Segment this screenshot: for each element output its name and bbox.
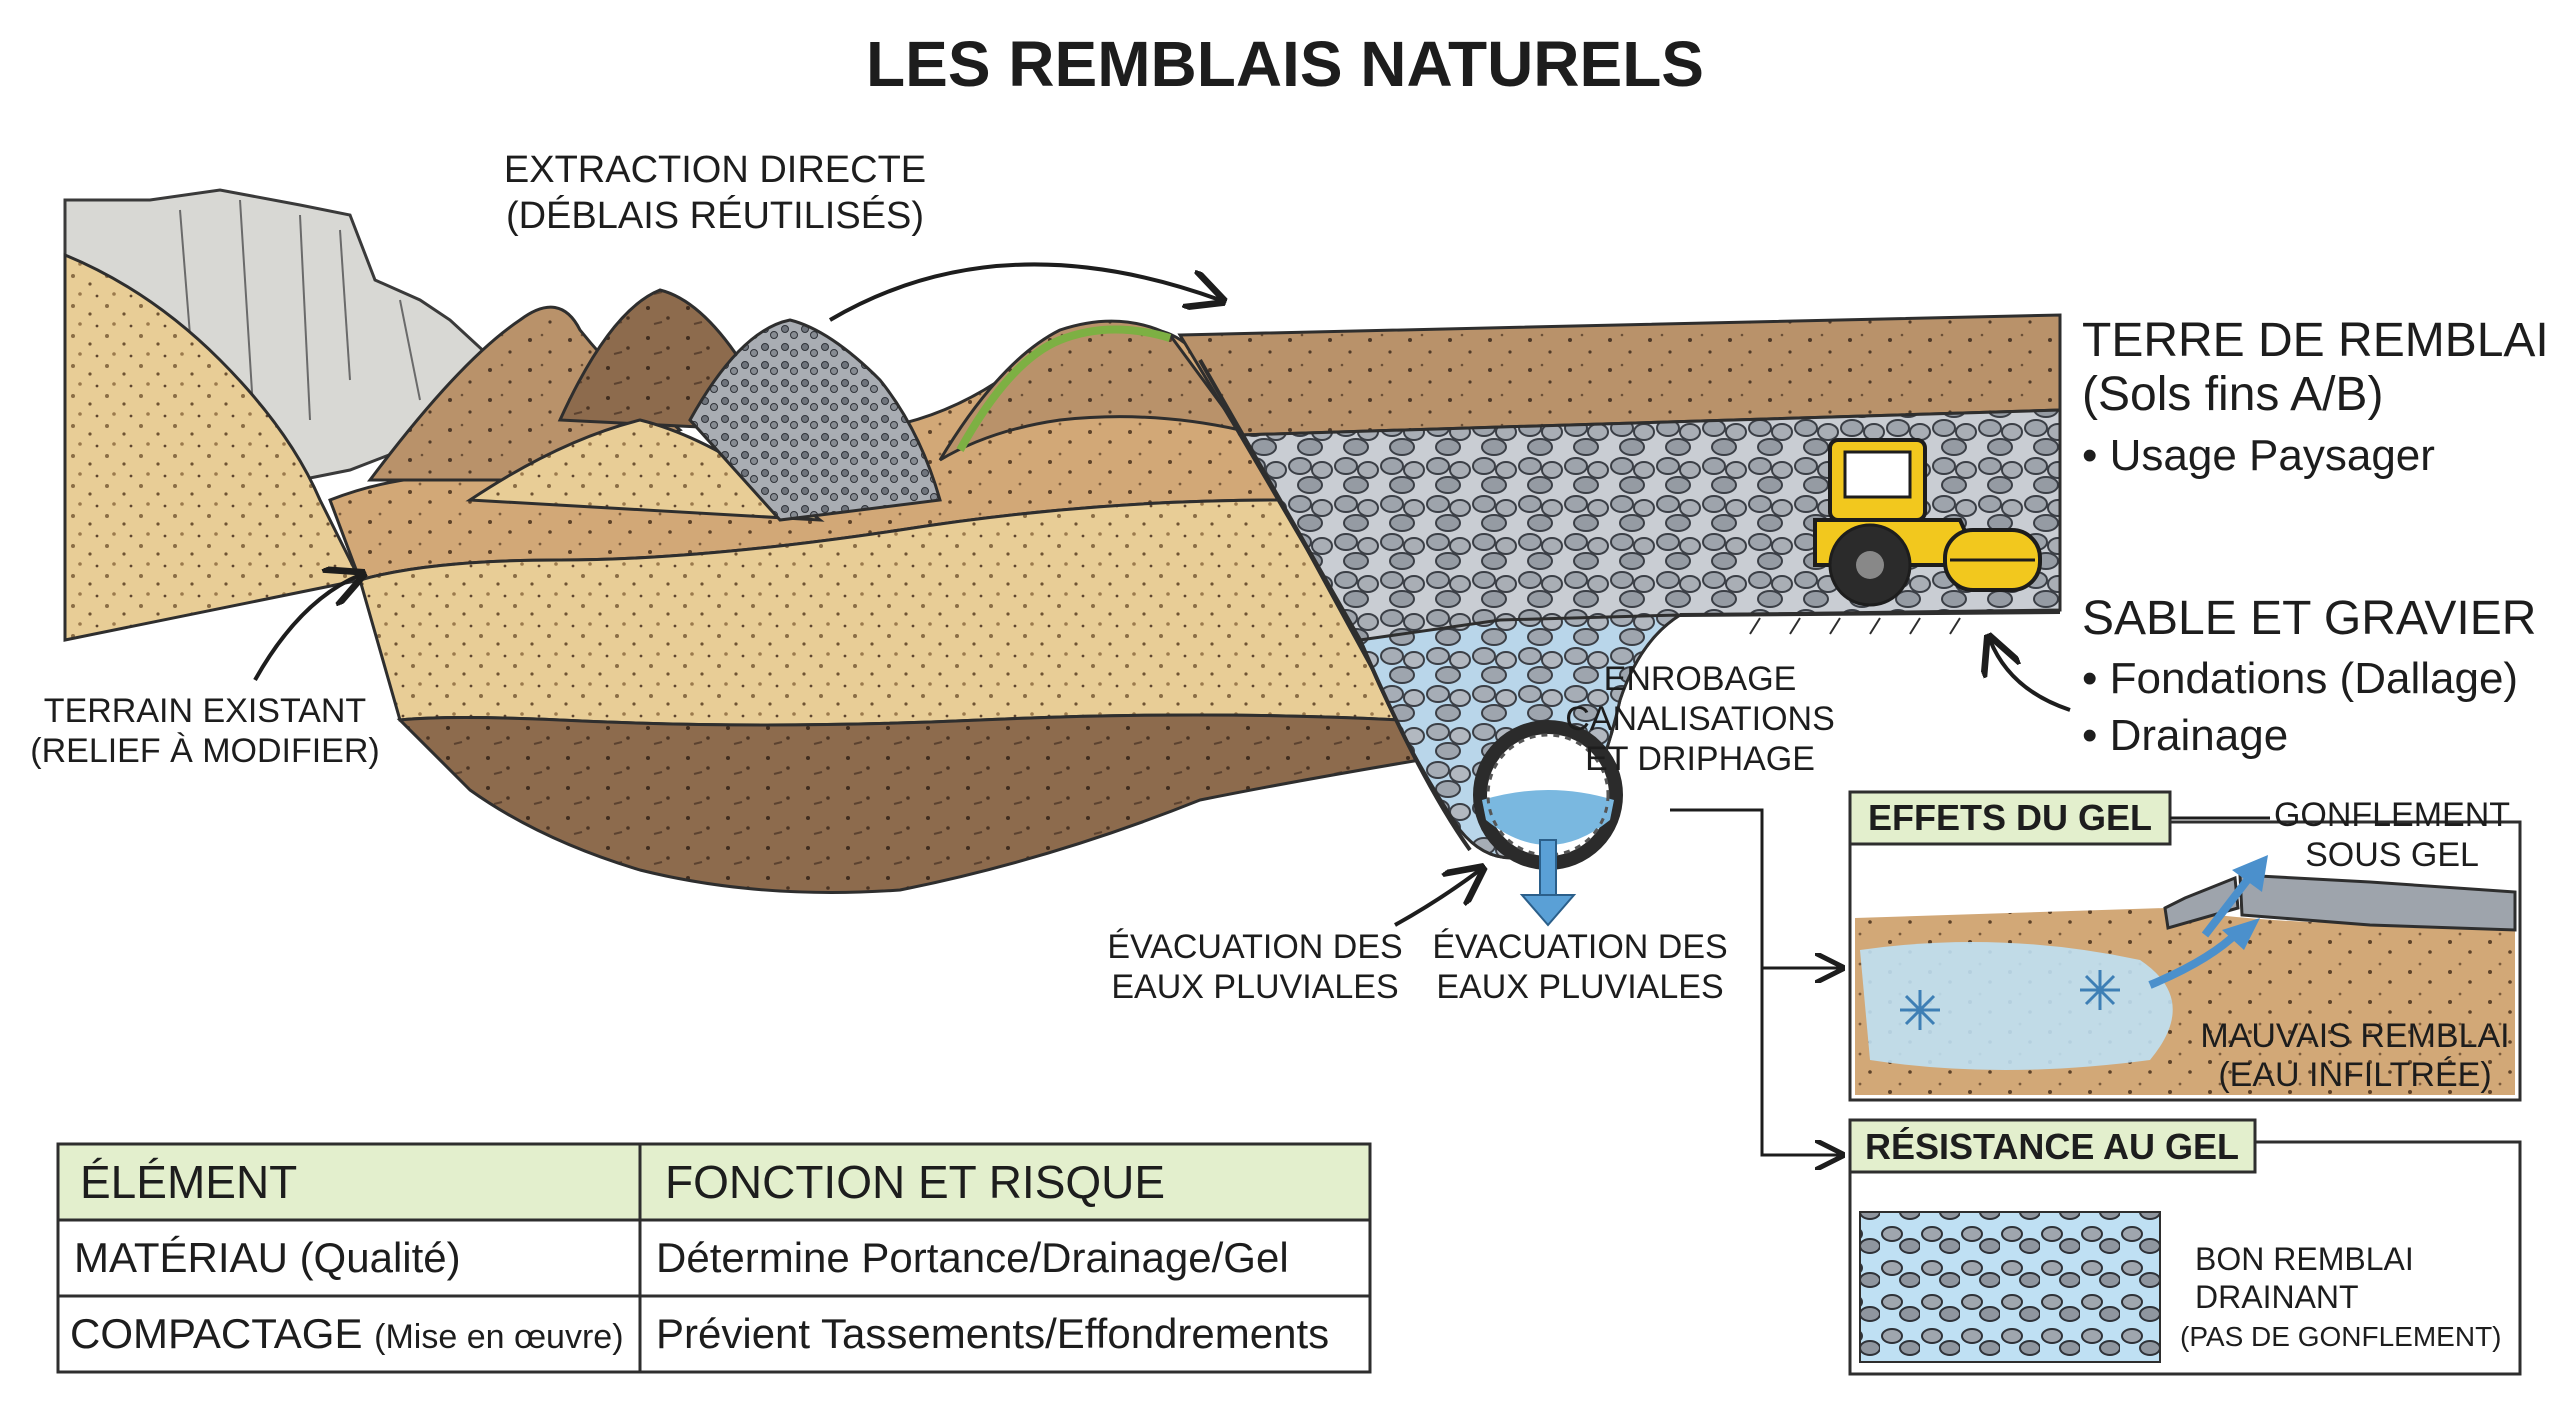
table-row-1-fonction: Détermine Portance/Drainage/Gel [656, 1234, 1289, 1281]
gel-title-box [1848, 790, 2172, 846]
table-row-2-element: COMPACTAGE (Mise en œuvre) [70, 1310, 624, 1357]
gel-arrow-head-2 [2222, 918, 2260, 950]
water-down-arrow [1519, 839, 1577, 927]
terre-subtitle: (Sols fins A/B) [2082, 368, 2383, 421]
sable-gravier-label: SABLE ET GRAVIER • Fondations (Dallage) … [2082, 592, 2536, 760]
terrain-label-line1: TERRAIN EXISTANT [44, 692, 366, 730]
evacuation-label-left: ÉVACUATION DES EAUX PLUVIALES [1107, 928, 1402, 1006]
table-row-2-element-main: COMPACTAGE [70, 1310, 362, 1357]
panel-effets-du-gel: EFFETS DU GEL GONFLEMENT SOUS GEL MAUVAI… [1848, 790, 2522, 1102]
table-row-1-element: MATÉRIAU (Qualité) [74, 1234, 461, 1281]
gonflement-line2: SOUS GEL [2305, 836, 2479, 874]
sable-arrow [1990, 640, 2071, 712]
table-header-element: ÉLÉMENT [80, 1156, 297, 1208]
terre-title: TERRE DE REMBLAI [2082, 314, 2549, 367]
left-hillside [63, 252, 363, 642]
enrobage-line3: ET DRIPHAGE [1585, 740, 1815, 778]
lower-soil-band [396, 713, 1423, 894]
resistance-title: RÉSISTANCE AU GEL [1865, 1126, 2239, 1167]
gel-title: EFFETS DU GEL [1868, 797, 2152, 838]
gel-arrow-head-1 [2232, 855, 2268, 892]
extraction-label-line2: (DÉBLAIS RÉUTILISÉS) [506, 194, 924, 237]
evac-left-line2: EAUX PLUVIALES [1111, 968, 1398, 1006]
evac-left-arrow [1394, 870, 1480, 927]
enrobage-label: ENROBAGE CANALISATIONS ET DRIPHAGE [1565, 660, 1835, 778]
cross-section [63, 188, 2062, 927]
table-header-row [56, 1142, 1372, 1222]
sable-title: SABLE ET GRAVIER [2082, 592, 2536, 645]
gel-arrow-up-1 [2201, 867, 2259, 938]
spoil-pile-gravel [688, 318, 942, 522]
extraction-label-line1: EXTRACTION DIRECTE [504, 149, 926, 191]
terre-usage: • Usage Paysager [2082, 431, 2435, 480]
mauvais-line2: (EAU INFILTRÉE) [2218, 1056, 2491, 1094]
enrobage-line1: ENROBAGE [1604, 660, 1797, 698]
evacuation-label-right: ÉVACUATION DES EAUX PLUVIALES [1432, 928, 1727, 1006]
roller-compactor-icon [1813, 438, 2042, 607]
sable-item-fondations: • Fondations (Dallage) [2082, 654, 2518, 703]
grass-strip [956, 325, 1172, 452]
mauvais-line1: MAUVAIS REMBLAI [2200, 1017, 2509, 1055]
table-header-fonction: FONCTION ET RISQUE [665, 1156, 1165, 1208]
terrain-label-line2: (RELIEF À MODIFIER) [30, 732, 379, 770]
page-title: LES REMBLAIS NATURELS [866, 28, 1704, 100]
table-row-2-element-note: (Mise en œuvre) [374, 1318, 623, 1356]
evac-left-line1: ÉVACUATION DES [1107, 928, 1402, 966]
connector-to-resistance [1760, 968, 1840, 1155]
ice-crystal-icon [1900, 970, 2120, 1030]
resistance-gravel [1859, 1211, 2161, 1363]
extraction-arrow [828, 262, 1220, 322]
bon-line2: DRAINANT [2195, 1279, 2359, 1315]
extraction-label: EXTRACTION DIRECTE (DÉBLAIS RÉUTILISÉS) [504, 149, 926, 237]
gel-ice-zone [1860, 942, 2173, 1070]
terre-de-remblai-label: TERRE DE REMBLAI (Sols fins A/B) • Usage… [2082, 314, 2549, 480]
enrobage-line2: CANALISATIONS [1565, 700, 1835, 738]
table-row-1-element-main: MATÉRIAU (Qualité) [74, 1234, 461, 1281]
table-row-2-fonction: Prévient Tassements/Effondrements [656, 1310, 1329, 1357]
evac-right-line1: ÉVACUATION DES [1432, 928, 1727, 966]
ground-base-line [1679, 610, 2061, 617]
evac-right-line2: EAUX PLUVIALES [1436, 968, 1723, 1006]
drain-pipe-icon [1473, 720, 1623, 870]
bon-line1: BON REMBLAI [2195, 1241, 2414, 1277]
gonflement-line1: GONFLEMENT [2274, 796, 2510, 834]
gel-slab-right [2238, 873, 2517, 932]
terrain-label: TERRAIN EXISTANT (RELIEF À MODIFIER) [30, 692, 379, 770]
trench-wall [1198, 359, 1472, 852]
summary-table: ÉLÉMENT FONCTION ET RISQUE MATÉRIAU (Qua… [56, 1142, 1372, 1374]
bon-line3: (PAS DE GONFLEMENT) [2180, 1321, 2502, 1352]
terrain-arrow [253, 575, 360, 681]
sable-item-drainage: • Drainage [2082, 711, 2288, 760]
connector-to-gel [1670, 808, 1840, 968]
panel-resistance-au-gel: RÉSISTANCE AU GEL BON REMBLAI DRAINANT (… [1848, 1118, 2522, 1376]
resistance-title-box [1848, 1118, 2257, 1174]
